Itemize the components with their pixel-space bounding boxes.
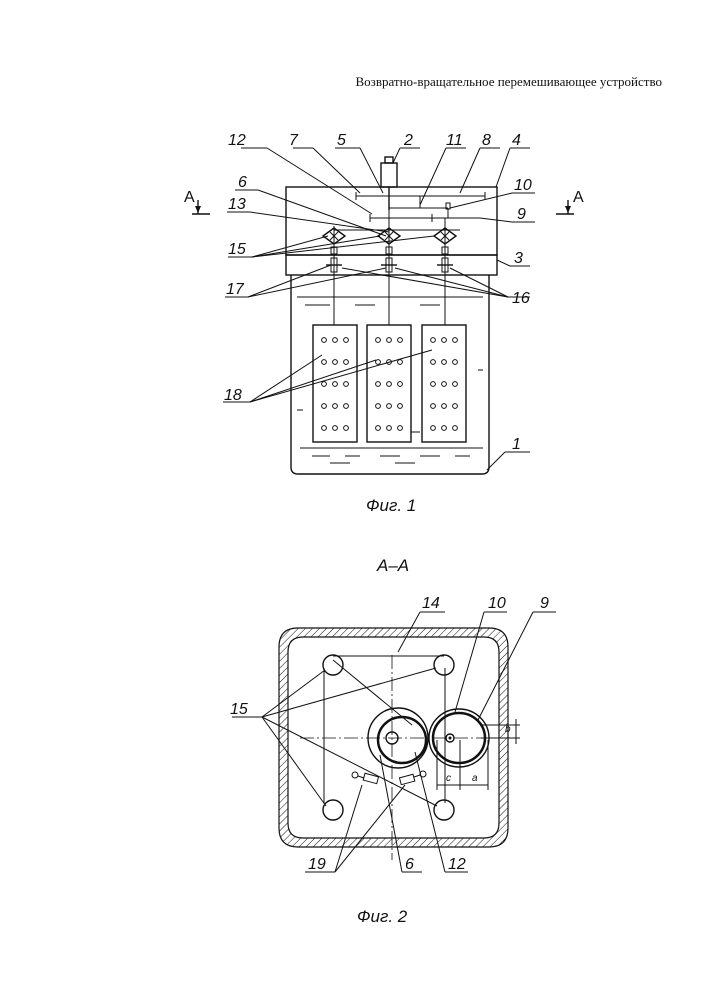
- fig2-label-12: 12: [448, 856, 466, 873]
- perforation-hole: [333, 360, 338, 365]
- perforation-hole: [453, 404, 458, 409]
- perforation-hole: [376, 360, 381, 365]
- fig2-label-19: 19: [308, 856, 326, 873]
- perforation-hole: [322, 382, 327, 387]
- perforation-hole: [322, 360, 327, 365]
- perforation-hole: [398, 338, 403, 343]
- label-1: 1: [512, 436, 521, 453]
- housing-wall: [279, 628, 508, 847]
- pulley-top-left: [323, 655, 343, 675]
- perforation-hole: [376, 404, 381, 409]
- label-8: 8: [482, 132, 491, 149]
- perforation-hole: [344, 338, 349, 343]
- perforation-hole: [322, 338, 327, 343]
- perforation-hole: [398, 426, 403, 431]
- dim-b: b: [505, 724, 511, 735]
- figure-1: A A 12 7 5 2 11 8 4 6 10 13 9 15 3 17 16…: [184, 132, 584, 515]
- perforation-hole: [387, 426, 392, 431]
- perforation-hole: [387, 338, 392, 343]
- perforation-hole: [387, 382, 392, 387]
- fig1-caption: Фиг. 1: [366, 496, 416, 515]
- motor-cap: [385, 157, 393, 163]
- section-letter-left: A: [184, 189, 195, 206]
- perforation-hole: [431, 404, 436, 409]
- label-16: 16: [512, 290, 530, 307]
- label-6: 6: [238, 174, 247, 191]
- shaft-right: [434, 218, 456, 325]
- perforation-hole: [333, 382, 338, 387]
- perforation-hole: [322, 426, 327, 431]
- section-mark-left: [192, 200, 210, 214]
- perforation-hole: [453, 382, 458, 387]
- perforation-hole: [376, 426, 381, 431]
- shaft-center: [378, 210, 400, 325]
- label-10: 10: [514, 177, 532, 194]
- perforation-hole: [333, 404, 338, 409]
- label-11: 11: [446, 132, 463, 149]
- link-right: [399, 771, 426, 785]
- label-4: 4: [512, 132, 521, 149]
- perforation-hole: [431, 426, 436, 431]
- label-18: 18: [224, 387, 242, 404]
- pulley-bottom-left: [323, 800, 343, 820]
- dim-a: a: [472, 773, 478, 784]
- perforation-hole: [376, 338, 381, 343]
- fig2-label-9: 9: [540, 595, 549, 612]
- perforation-hole: [442, 360, 447, 365]
- perforation-hole: [431, 360, 436, 365]
- section-mark-right: [556, 200, 574, 214]
- perforation-hole: [344, 426, 349, 431]
- perforation-hole: [333, 426, 338, 431]
- perforation-hole: [387, 404, 392, 409]
- fig2-caption: Фиг. 2: [357, 907, 408, 926]
- perforation-hole: [453, 338, 458, 343]
- perforation-hole: [344, 404, 349, 409]
- perforation-hole: [442, 338, 447, 343]
- perforation-hole: [398, 404, 403, 409]
- label-7: 7: [289, 132, 299, 149]
- perforation-hole: [322, 404, 327, 409]
- label-15: 15: [228, 241, 246, 258]
- label-13: 13: [228, 196, 246, 213]
- dim-c: c: [446, 773, 451, 784]
- section-title: A–A: [376, 556, 409, 575]
- perforation-hole: [453, 426, 458, 431]
- gear-left: [378, 717, 426, 763]
- perforation-hole: [344, 360, 349, 365]
- perforation-hole: [442, 404, 447, 409]
- label-5: 5: [337, 132, 346, 149]
- pulley-bottom-right: [434, 800, 454, 820]
- housing-box: [286, 187, 497, 255]
- label-12: 12: [228, 132, 246, 149]
- perforation-hole: [398, 360, 403, 365]
- section-letter-right: A: [573, 189, 584, 206]
- perforated-plates: [313, 325, 466, 442]
- pulley-top-right: [434, 655, 454, 675]
- motor: [381, 163, 397, 187]
- label-3: 3: [514, 250, 523, 267]
- fig2-label-10: 10: [488, 595, 506, 612]
- perforation-hole: [376, 382, 381, 387]
- label-17: 17: [226, 281, 245, 298]
- perforation-hole: [453, 360, 458, 365]
- fig2-label-15: 15: [230, 701, 248, 718]
- perforation-hole: [431, 382, 436, 387]
- perforation-hole: [344, 382, 349, 387]
- fig2-label-6: 6: [405, 856, 414, 873]
- label-9: 9: [517, 206, 526, 223]
- perforation-hole: [442, 426, 447, 431]
- perforation-hole: [431, 338, 436, 343]
- perforation-hole: [442, 382, 447, 387]
- figure-2: A–A: [230, 556, 556, 926]
- liquid-lines: [297, 297, 483, 463]
- fig2-label-14: 14: [422, 595, 440, 612]
- label-2: 2: [403, 132, 413, 149]
- perforation-hole: [398, 382, 403, 387]
- perforation-hole: [333, 338, 338, 343]
